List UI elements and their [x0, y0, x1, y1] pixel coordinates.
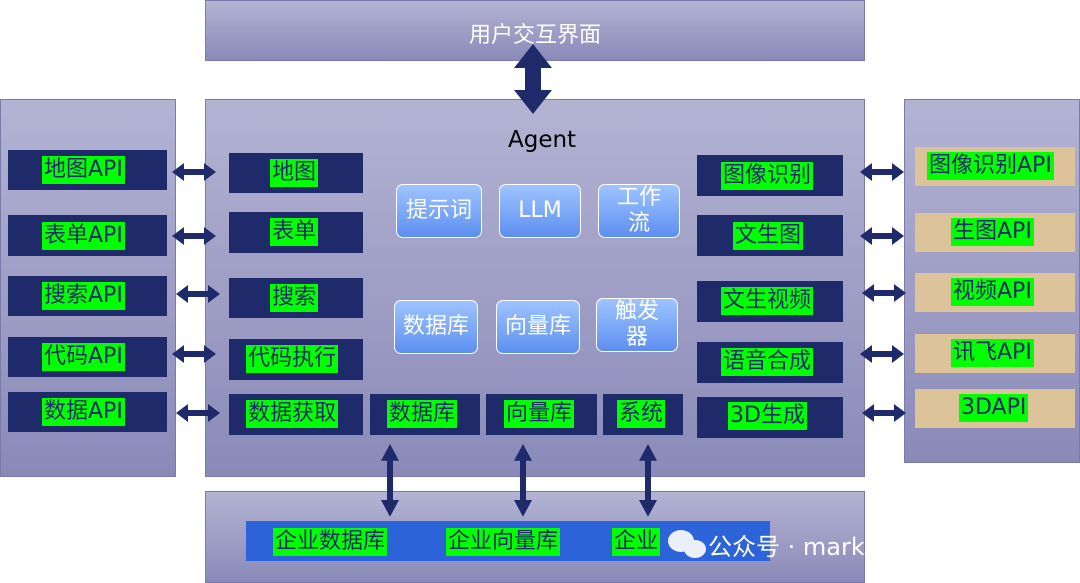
left-api-label: 表单API — [42, 222, 125, 250]
module-form: 表单 — [229, 212, 363, 253]
user-interface-title: 用户交互界面 — [468, 23, 601, 48]
core-llm: LLM — [499, 184, 581, 238]
module-label: 3D生成 — [728, 402, 807, 430]
module-label: 表单 — [270, 218, 319, 246]
enterprise-system-label: 企业 — [612, 528, 661, 556]
module-text-to-image: 文生图 — [697, 215, 843, 256]
left-api-label: 地图API — [42, 156, 125, 184]
right-api-box-image-recognition: 图像识别API — [915, 147, 1075, 186]
module-label: 文生图 — [733, 222, 804, 250]
module-database: 数据库 — [370, 394, 480, 435]
right-api-label: 3DAPI — [959, 394, 1029, 422]
module-code-exec: 代码执行 — [229, 339, 363, 380]
core-trigger: 触发器 — [596, 298, 678, 352]
core-prompt: 提示词 — [396, 184, 482, 238]
enterprise-vector-db-label: 企业向量库 — [446, 528, 561, 556]
module-label: 地图 — [270, 159, 319, 187]
left-api-label: 搜索API — [42, 282, 125, 310]
core-vector-db: 向量库 — [496, 300, 580, 354]
left-api-box-search: 搜索API — [8, 276, 167, 316]
module-text-to-video: 文生视频 — [697, 281, 843, 322]
module-image-recognition: 图像识别 — [697, 155, 843, 196]
left-api-box-map: 地图API — [8, 150, 167, 190]
wechat-icon — [668, 530, 706, 558]
module-label: 图像识别 — [721, 162, 814, 190]
module-label: 数据获取 — [246, 400, 339, 428]
module-vector-db: 向量库 — [486, 394, 597, 435]
module-label: 数据库 — [387, 400, 458, 428]
left-api-box-data: 数据API — [8, 392, 167, 432]
agent-title: Agent — [508, 127, 577, 153]
module-data-fetch: 数据获取 — [229, 394, 363, 435]
right-api-box-3d: 3DAPI — [915, 389, 1075, 428]
module-label: 文生视频 — [721, 287, 814, 315]
module-label: 系统 — [617, 400, 666, 428]
module-label: 搜索 — [270, 284, 319, 312]
module-label: 代码执行 — [246, 345, 339, 373]
right-api-box-video: 视频API — [915, 273, 1075, 312]
left-api-label: 数据API — [42, 398, 125, 426]
module-3d-generation: 3D生成 — [697, 397, 843, 438]
right-api-label: 生图API — [951, 218, 1034, 246]
module-map: 地图 — [229, 153, 363, 193]
right-api-box-xunfei: 讯飞API — [915, 334, 1075, 373]
watermark: 公众号 · markzou的笔记 — [708, 533, 980, 561]
core-database: 数据库 — [394, 300, 478, 354]
left-api-box-form: 表单API — [8, 215, 167, 256]
top-big-arrow — [514, 44, 552, 114]
right-api-label: 图像识别API — [927, 152, 1054, 180]
left-api-box-code: 代码API — [8, 337, 167, 377]
right-api-label: 视频API — [951, 278, 1034, 306]
module-label: 语音合成 — [721, 348, 814, 376]
right-api-label: 讯飞API — [951, 339, 1034, 367]
module-speech-synthesis: 语音合成 — [697, 342, 843, 383]
module-search: 搜索 — [229, 278, 363, 318]
enterprise-database-label: 企业数据库 — [273, 528, 388, 556]
core-workflow: 工作流 — [598, 184, 680, 238]
module-system: 系统 — [603, 394, 683, 435]
module-label: 向量库 — [504, 400, 575, 428]
right-api-box-image-gen: 生图API — [915, 213, 1075, 252]
left-api-label: 代码API — [42, 343, 125, 371]
